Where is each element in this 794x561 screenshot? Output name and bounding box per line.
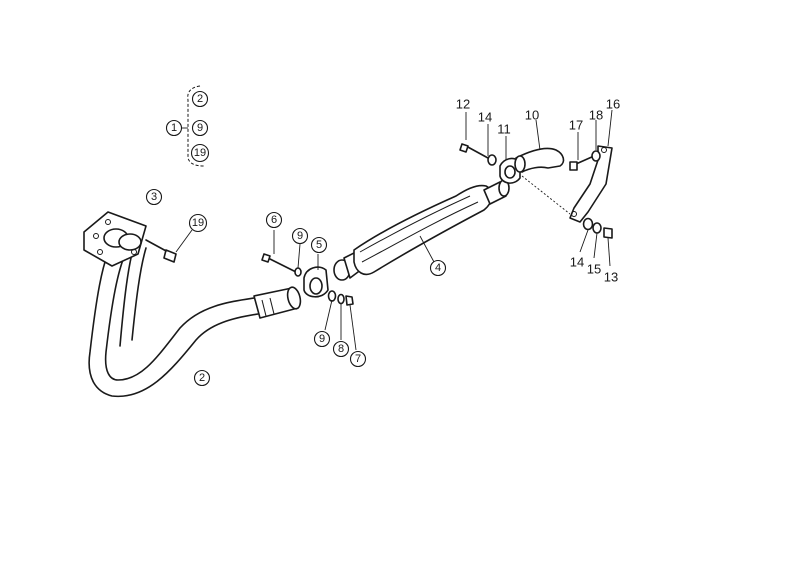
callout-c9b: 9 [291,227,309,245]
callout-circle [190,143,210,163]
callout-number: 13 [604,270,618,285]
callout-number: 2 [197,93,203,105]
callout-number: 17 [569,118,583,133]
callout-circle [310,236,328,254]
callout-c17: 17 [569,118,583,133]
callout-circle [349,350,367,368]
callout-number: 6 [271,214,277,226]
callout-number: 10 [525,108,539,123]
callout-circle [429,259,447,277]
callout-number: 1 [171,122,177,134]
callout-number: 18 [589,108,603,123]
callout-circle [145,188,163,206]
callout-circle [313,330,331,348]
callout-number: 14 [478,110,492,125]
callout-circle [191,119,209,137]
front-exhaust-pipe [88,243,302,398]
callout-number: 9 [319,333,325,345]
callout-number: 19 [192,217,204,229]
callout-c13: 13 [604,270,618,285]
callout-c9c: 9 [313,330,331,348]
callout-c4: 4 [429,259,447,277]
callout-c10: 10 [525,108,539,123]
callout-c5: 5 [310,236,328,254]
callout-circle [193,369,211,387]
callout-number: 5 [316,239,322,251]
callout-number: 15 [587,262,601,277]
callout-circle [191,90,209,108]
callout-number: 3 [151,191,157,203]
muffler [333,179,510,281]
callout-number: 16 [606,97,620,112]
callout-c19a: 19 [190,143,210,163]
callout-c15: 15 [587,262,601,277]
callout-number: 8 [338,343,344,355]
callout-c19b: 19 [188,213,208,233]
callout-c18: 18 [589,108,603,123]
callout-c7: 7 [349,350,367,368]
callout-c14a: 14 [478,110,492,125]
callout-number: 14 [570,255,584,270]
callout-c6: 6 [265,211,283,229]
callout-number: 11 [497,122,511,137]
callout-c1: 1 [165,119,183,137]
callout-number: 12 [456,97,470,112]
callout-circle [332,340,350,358]
callout-c11: 11 [497,122,511,137]
flange-stud [145,229,193,263]
callout-number: 9 [297,230,303,242]
callout-number: 7 [355,353,361,365]
callout-c3: 3 [145,188,163,206]
callout-number: 9 [197,122,203,134]
callout-c14b: 14 [570,255,584,270]
callout-c12: 12 [456,97,470,112]
callout-c9a: 9 [191,119,209,137]
rear-clamp-hardware [261,230,357,351]
callout-circle [188,213,208,233]
callout-circle [265,211,283,229]
hanger-bracket-hardware [521,109,613,267]
callout-circle [165,119,183,137]
callout-c8: 8 [332,340,350,358]
callout-number: 19 [194,147,206,159]
tail-pipe-hardware [459,112,565,184]
callout-number: 4 [435,262,441,274]
callout-circle [291,227,309,245]
callout-c16: 16 [606,97,620,112]
callout-c2a: 2 [191,90,209,108]
callout-c2b: 2 [193,369,211,387]
callout-number: 2 [199,372,205,384]
manifold-flange [83,211,147,267]
